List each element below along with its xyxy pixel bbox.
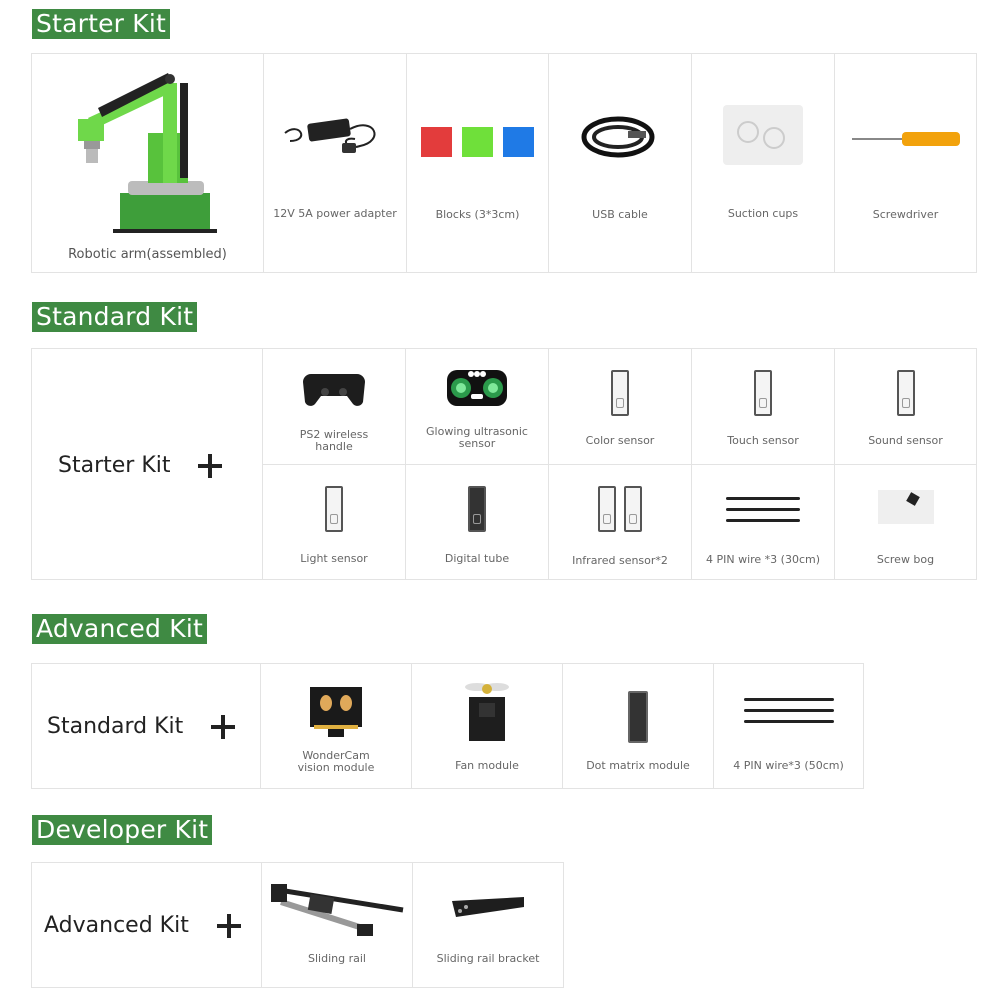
plus-icon xyxy=(198,453,223,478)
item-label: Screwdriver xyxy=(872,208,939,221)
item-usb-cable: USB cable xyxy=(548,54,691,272)
standard-kit-title: Standard Kit xyxy=(32,302,198,332)
camera-module-icon xyxy=(301,676,371,746)
item-touch-sensor: Touch sensor xyxy=(691,349,834,464)
fan-module-icon xyxy=(452,676,522,746)
item-label: Infrared sensor*2 xyxy=(572,554,668,567)
gamepad-icon xyxy=(299,363,369,413)
item-sound-sensor: Sound sensor xyxy=(834,349,976,464)
robotic-arm-icon xyxy=(48,58,248,238)
item-rail-bracket: Sliding rail bracket xyxy=(412,863,563,987)
advanced-kit-lead: Standard Kit xyxy=(47,714,236,739)
sound-sensor-icon xyxy=(886,363,926,423)
developer-kit-grid: Advanced Kit Sliding rail Sliding rail b… xyxy=(31,862,564,988)
item-dot-matrix: Dot matrix module xyxy=(562,664,713,788)
item-label: Touch sensor xyxy=(727,434,799,447)
ultrasonic-sensor-icon xyxy=(442,363,512,413)
item-label: Robotic arm(assembled) xyxy=(68,247,227,262)
item-ultrasonic-sensor: Glowing ultrasonic sensor xyxy=(405,349,548,464)
screwdriver-icon xyxy=(846,124,966,154)
screw-bag-icon xyxy=(876,477,936,537)
item-label: Sound sensor xyxy=(868,434,943,447)
power-adapter-icon xyxy=(275,106,395,166)
item-label: 4 PIN wire *3 (30cm) xyxy=(705,553,821,566)
lead-label: Standard Kit xyxy=(47,714,184,739)
item-light-sensor: Light sensor xyxy=(262,464,405,579)
item-label: Dot matrix module xyxy=(586,759,690,772)
wires-icon xyxy=(739,680,839,740)
item-label: Suction cups xyxy=(727,207,799,220)
item-label: Fan module xyxy=(455,759,519,772)
advanced-kit-grid: Standard Kit WonderCam vision module Fan… xyxy=(31,663,864,789)
item-label: Blocks (3*3cm) xyxy=(435,208,520,221)
item-label: 4 PIN wire*3 (50cm) xyxy=(733,759,844,772)
item-label: USB cable xyxy=(592,208,648,221)
item-wondercam: WonderCam vision module xyxy=(260,664,411,788)
dot-matrix-icon xyxy=(618,682,658,752)
starter-kit-title: Starter Kit xyxy=(32,9,171,39)
item-label: Light sensor xyxy=(300,552,368,565)
item-sliding-rail: Sliding rail xyxy=(261,863,412,987)
touch-sensor-icon xyxy=(743,363,783,423)
lead-label: Starter Kit xyxy=(58,453,171,478)
rail-bracket-icon xyxy=(443,885,533,935)
item-label: Glowing ultrasonic sensor xyxy=(426,425,528,450)
item-label: Sliding rail bracket xyxy=(436,952,540,965)
item-label: PS2 wireless handle xyxy=(299,428,369,453)
item-infrared-sensor: Infrared sensor*2 xyxy=(548,464,691,579)
sliding-rail-icon xyxy=(267,875,407,945)
blocks-icon xyxy=(418,122,538,162)
item-screw-bag: Screw bog xyxy=(834,464,976,579)
usb-cable-icon xyxy=(570,106,670,166)
color-sensor-icon xyxy=(600,363,640,423)
starter-kit-grid: Robotic arm(assembled) 12V 5A power adap… xyxy=(31,53,977,273)
plus-icon xyxy=(216,913,241,938)
item-label: Color sensor xyxy=(585,434,655,447)
developer-kit-lead: Advanced Kit xyxy=(44,913,241,938)
light-sensor-icon xyxy=(314,479,354,539)
item-fan-module: Fan module xyxy=(411,664,562,788)
digital-tube-icon xyxy=(457,479,497,539)
item-robotic-arm: Robotic arm(assembled) xyxy=(32,54,263,272)
item-ps2-handle: PS2 wireless handle xyxy=(262,349,405,464)
item-label: 12V 5A power adapter xyxy=(273,207,397,220)
item-digital-tube: Digital tube xyxy=(405,464,548,579)
item-power-adapter: 12V 5A power adapter xyxy=(263,54,406,272)
infrared-sensor-icon xyxy=(590,479,650,539)
item-4pin-wire-30: 4 PIN wire *3 (30cm) xyxy=(691,464,834,579)
wires-icon xyxy=(723,479,803,539)
item-blocks: Blocks (3*3cm) xyxy=(406,54,548,272)
developer-kit-title: Developer Kit xyxy=(32,815,213,845)
standard-kit-grid: Starter Kit PS2 wireless handle Glowing … xyxy=(31,348,977,580)
item-screwdriver: Screwdriver xyxy=(834,54,976,272)
item-suction-cups: Suction cups xyxy=(691,54,834,272)
item-4pin-wire-50: 4 PIN wire*3 (50cm) xyxy=(713,664,863,788)
standard-kit-lead: Starter Kit xyxy=(58,453,223,478)
item-label: WonderCam vision module xyxy=(297,749,375,774)
item-label: Sliding rail xyxy=(308,952,366,965)
item-label: Screw bog xyxy=(876,553,935,566)
advanced-kit-title: Advanced Kit xyxy=(32,614,207,644)
lead-label: Advanced Kit xyxy=(44,913,189,938)
suction-cups-icon xyxy=(713,100,813,170)
item-label: Digital tube xyxy=(444,552,510,565)
plus-icon xyxy=(211,714,236,739)
item-color-sensor: Color sensor xyxy=(548,349,691,464)
